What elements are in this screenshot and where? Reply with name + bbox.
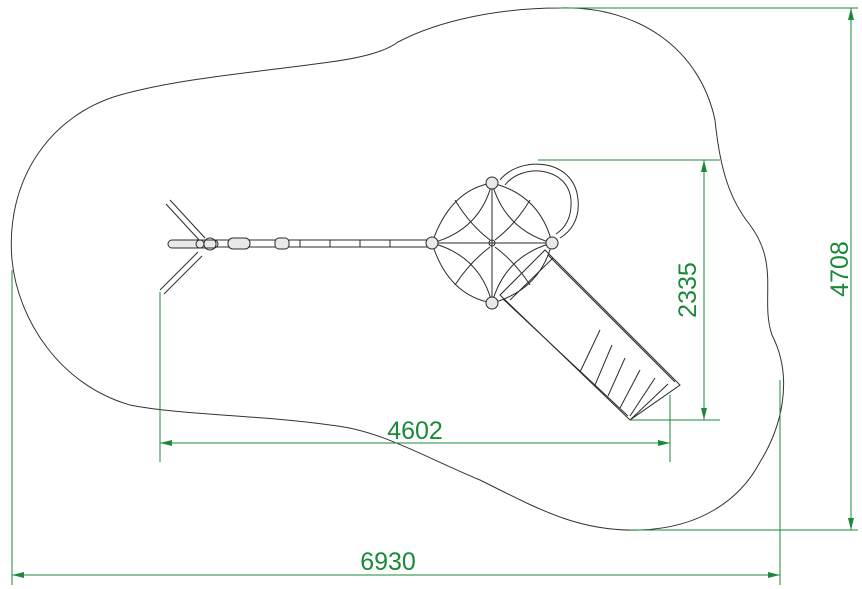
equipment-slide xyxy=(499,249,681,421)
equipment-beam xyxy=(215,237,432,250)
equipment-left-end xyxy=(159,199,219,295)
equipment-tower xyxy=(425,163,579,310)
dimension-label-total-height: 4708 xyxy=(826,241,854,297)
dimension-label-equipment-width: 4602 xyxy=(387,417,443,445)
dimension-total-height: 4708 xyxy=(560,7,858,531)
dimension-equipment-width: 4602 xyxy=(159,292,671,462)
dimension-label-total-width: 6930 xyxy=(360,548,416,576)
dimension-label-equipment-height: 2335 xyxy=(674,262,702,318)
safety-zone-outline xyxy=(10,7,785,531)
dimension-equipment-height: 2335 xyxy=(538,159,720,421)
dimension-total-width: 6930 xyxy=(11,270,781,585)
